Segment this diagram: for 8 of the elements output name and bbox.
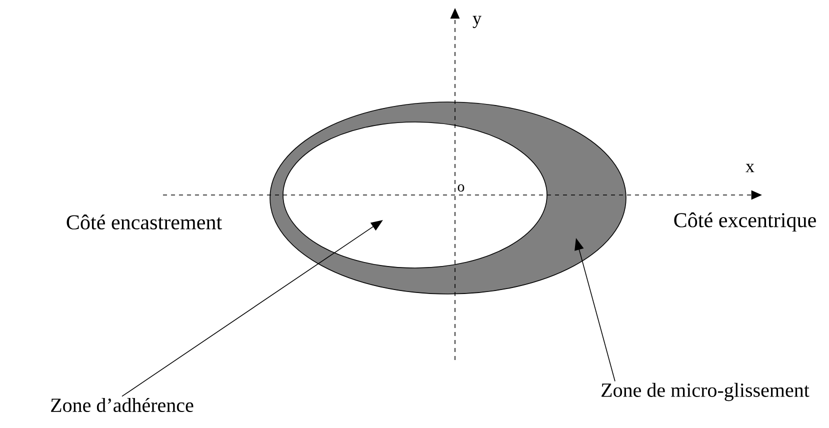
side-label: Côté encastrement (66, 214, 222, 230)
axis-label: y (472, 16, 482, 28)
zone-label: Zone d’adhérence (51, 398, 194, 412)
axis-label: x (746, 164, 754, 172)
side-label: Côté excentrique (674, 212, 816, 232)
adhesion-zone-ellipse (282, 122, 548, 268)
zone-label: Zone de micro-glissement (602, 382, 810, 402)
axis-label: o (458, 184, 464, 192)
